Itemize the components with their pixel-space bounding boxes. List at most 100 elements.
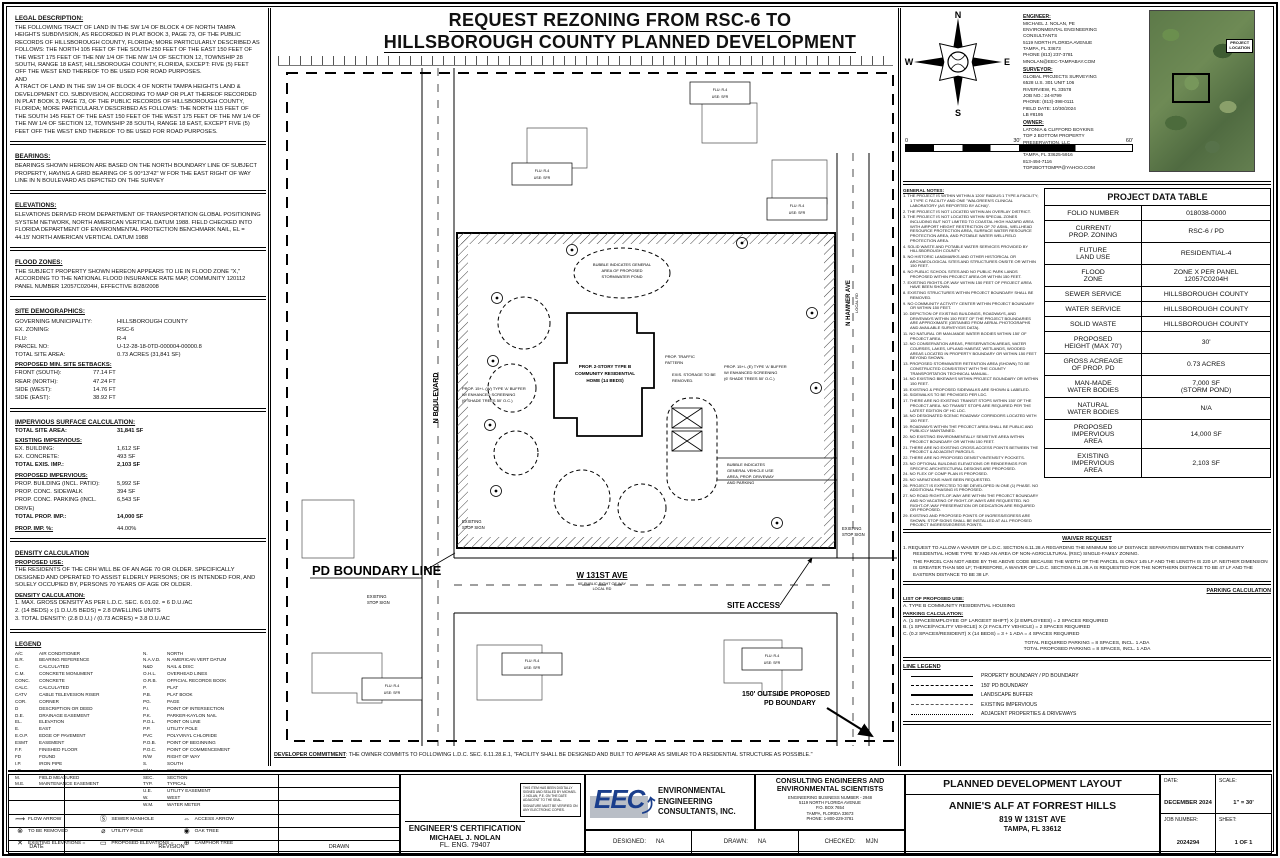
legend-entry: F.F.FINISHED FLOOR [15,746,78,752]
contact-line: ENVIRONMENTAL ENGINEERING [1023,27,1097,33]
site-demographics-section: SITE DEMOGRAPHICS: GOVERNING MUNICIPALIT… [10,303,266,404]
svg-text:S: S [955,108,961,118]
legend-entry: COR.CORNER [15,698,59,704]
divider [10,141,266,146]
bearings-heading: BEARINGS: [15,153,51,161]
legend-entry: TYP.TYPICAL [143,781,187,787]
project-data-row: SEWER SERVICE HILLSBOROUGH COUNTY [1045,287,1270,302]
certification-license: FL. ENG. 79407 [439,842,491,849]
svg-text:(6' SHADE TREES 50' O.C.): (6' SHADE TREES 50' O.C.) [724,376,775,381]
site-demographics-rows: GOVERNING MUNICIPALITY:HILLSBOROUGH COUN… [15,318,261,359]
legal-description-heading: LEGAL DESCRIPTION: [15,15,84,22]
demographic-row: PARCEL NO:U-12-28-18-0TD-000004-00000.8 [15,343,202,350]
svg-text:PD BOUNDARY: PD BOUNDARY [764,700,816,707]
svg-text:USE: SFR: USE: SFR [534,176,551,180]
waiver-explanation: THE PARCEL CAN NOT ABIDE BY THE ABOVE CO… [913,559,1268,577]
svg-text:FLU: R-4: FLU: R-4 [765,654,780,658]
layout-title: PLANNED DEVELOPMENT LAYOUT [906,775,1159,795]
ruler-ticks [278,56,893,66]
waiver-item: 1. REQUEST TO ALLOW A WAIVER OF L.D.C. S… [903,545,1244,557]
density-heading: DENSITY CALCULATION [15,550,89,558]
legend-entry: CONC.CONCRETE [15,678,65,684]
property-boundary [456,232,836,549]
symbol-icon: ✕ [17,840,23,848]
svg-text:USE: SFR: USE: SFR [789,211,806,215]
existing-impervious-rows: EX. BUILDING:1,612 SF EX. CONCRETE:493 SF… [15,445,261,470]
designed-drawn-checked-row: DESIGNED: NA DRAWN: NA CHECKED: MJN [585,830,905,854]
general-note: 20. NO EXISTING ENVIRONMENTALLY SENSITIV… [903,434,1025,444]
parking-calc-heading: PARKING CALCULATION: [903,612,964,618]
pd-boundary-label: PD BOUNDARY LINE [312,563,442,578]
legal-description-body: THE FOLLOWING TRACT OF LAND IN THE SW 1/… [15,25,261,135]
general-note: 7. EXISTING RIGHTS-OF-WAY WITHIN 150 FEE… [903,279,1032,290]
north-arrow-compass: N E S W [905,10,1010,118]
svg-text:STORMWATER POND: STORMWATER POND [601,274,642,279]
impervious-row: EX. BUILDING:1,612 SF [15,445,141,452]
contact-line: CONSULTANTS [1023,33,1058,39]
buffer-north [457,233,835,244]
scale-bar-graphic [905,144,1133,152]
density-item: 1. MAX. GROSS DENSITY AS PER L.D.C. SEC.… [15,599,193,606]
line-legend-entry: PROPERTY BOUNDARY / PD BOUNDARY [911,673,1271,679]
parking-total-proposed: TOTAL PROPOSED PARKING = 8 SPACES, INCL.… [1023,647,1151,653]
general-note: 25. NO VARIATIONS HAVE BEEN REQUESTED. [903,476,992,482]
legend-entry: P.B.PLAT BOOK [143,691,193,697]
general-note: 16. SIDEWALKS TO BE PROVIDED PER LDC. [903,392,988,398]
symbol-icon: ⟿ [15,815,26,823]
legend-symbol: ✕EXISTING ELEVATIONS = [15,838,94,849]
eec-logo-shadow [590,796,648,818]
legend-entry: M.E.MAINTENANCE EASEMENT [15,781,99,787]
parking-item: A. (1 SPACE/EMPLOYEE OF LARGEST SHIFT) X… [903,618,1109,624]
svg-text:FLU: R-4: FLU: R-4 [385,684,400,688]
impervious-heading: IMPERVIOUS SURFACE CALCULATION: [15,418,136,426]
contact-line: FIELD DATE: 10/30/2024 [1023,105,1076,111]
project-data-row: SOLID WASTE HILLSBOROUGH COUNTY [1045,317,1270,332]
svg-text:GENERAL VEHICLE USE: GENERAL VEHICLE USE [727,468,774,473]
general-note: 9. NO COMMUNITY ACTIVITY CENTER WITHIN P… [903,300,1035,311]
general-note: 29. EXISTING AND PROPOSED POINTS OF INGR… [903,512,1032,526]
project-data-row: MAN-MADE WATER BODIES 7,000 SF (STORM PO… [1045,376,1270,398]
eec-logo-block: EEC ⤴ ENVIRONMENTAL ENGINEERING CONSULTA… [585,774,755,830]
svg-text:COMMUNITY RESIDENTIAL: COMMUNITY RESIDENTIAL [575,371,635,376]
certification-name: MICHAEL J. NOLAN [429,833,501,842]
project-data-row: FOLIO NUMBER 018038-0000 [1045,206,1270,221]
legend-entry: I.P.IRON PIPE [15,760,63,766]
existing-impervious-heading: EXISTING IMPERVIOUS: [15,437,82,444]
consulting-block: CONSULTING ENGINEERS AND ENVIRONMENTAL S… [755,774,905,830]
line-sample [911,694,973,697]
svg-text:USE: SFR: USE: SFR [384,691,401,695]
right-column-divider [898,8,901,766]
legend-symbol: ⌀UTILITY POLE [98,826,177,837]
digital-signature-note: THIS ITEM HAS BEEN DIGITALLY SIGNED AND … [520,783,581,817]
proposed-use-heading: PROPOSED USE: [15,560,64,567]
demographic-row: EX. ZONING:RSC-6 [15,327,135,334]
impervious-row: TOTAL PROP. IMP.:14,000 SF [15,513,144,520]
impervious-row: EX. CONCRETE:493 SF [15,454,136,461]
line-legend-section: LINE LEGEND PROPERTY BOUNDARY / PD BOUND… [903,664,1271,718]
eec-company-name: ENVIRONMENTAL ENGINEERING CONSULTANTS, I… [658,786,736,817]
roads [421,68,897,746]
svg-text:USE: SFR: USE: SFR [764,661,781,665]
divider [903,656,1271,661]
legend-symbol: ⊕CAMPHOR TREE [182,838,261,849]
checked-cell: CHECKED: MJN [824,839,878,845]
general-note: 17. THERE ARE NO EXISTING TRANSIT STOPS … [903,398,1032,413]
svg-text:STOP SIGN: STOP SIGN [842,532,865,537]
aerial-photo: PROJECT LOCATION [1149,10,1255,172]
legend-entry: U.E.UTILITY EASEMENT [143,788,211,794]
project-data-row: PROPOSED HEIGHT (MAX 70') 30' [1045,332,1270,354]
storage-label: EXIS. STORAGE TO BE REMOVED. [672,372,716,383]
legend-entry: C.CALCULATED [15,664,70,670]
svg-text:USE: SFR: USE: SFR [712,95,729,99]
symbol-icon: ⊗ [17,828,23,836]
date-cell: DATE: DECEMBER 2024 [1161,775,1216,814]
